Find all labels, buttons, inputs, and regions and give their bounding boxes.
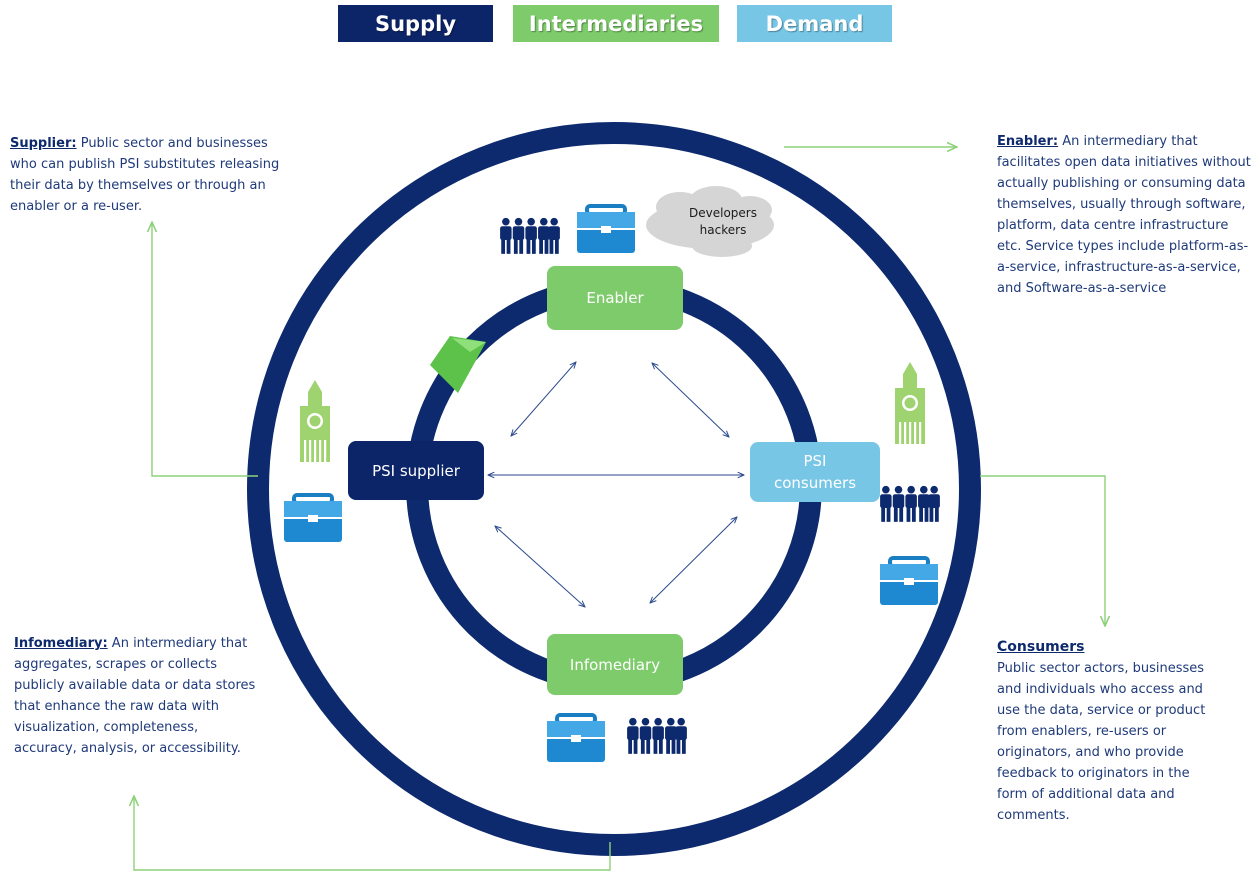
supplier-description: Supplier: Public sector and businesses w… [10, 133, 290, 217]
clock-tower-icon [300, 380, 330, 462]
briefcase-icon [575, 204, 637, 255]
legend-intermediaries: Intermediaries [513, 5, 719, 42]
node-enabler: Enabler [547, 266, 683, 330]
node-infomediary: Infomediary [547, 634, 683, 695]
consumers-heading: Consumers [997, 639, 1085, 655]
briefcase-icon [545, 713, 607, 764]
connector-supplier [152, 222, 258, 477]
people-icon [880, 485, 940, 522]
flow-arrow [650, 517, 737, 603]
supplier-heading: Supplier: [10, 136, 77, 151]
clock-tower-icon [895, 362, 925, 444]
briefcase-icon [878, 556, 940, 607]
infomediary-text: An intermediary that aggregates, scrapes… [14, 636, 256, 756]
people-icon [627, 717, 687, 754]
flow-arrow [652, 363, 729, 437]
legend-demand: Demand [737, 5, 892, 42]
outer-ring [247, 122, 981, 856]
cloud-icon [646, 186, 774, 257]
consumers-text: Public sector actors, businesses and ind… [997, 661, 1206, 823]
flow-arrow [495, 526, 585, 607]
enabler-description: Enabler: An intermediary that facilitate… [997, 131, 1255, 299]
enabler-heading: Enabler: [997, 134, 1059, 149]
legend-supply: Supply [338, 5, 493, 42]
flow-arrow [511, 362, 576, 436]
connector-infomediary [134, 796, 611, 871]
enabler-text: An intermediary that facilitates open da… [997, 134, 1251, 296]
node-psi-supplier: PSI supplier [348, 441, 484, 500]
connector-consumers [980, 475, 1105, 626]
infomediary-description: Infomediary: An intermediary that aggreg… [14, 633, 264, 759]
cloud-label: Developers hackers [689, 206, 757, 237]
consumers-description: Consumers Public sector actors, business… [997, 637, 1219, 826]
briefcase-icon [282, 493, 344, 544]
node-psi-consumers: PSI consumers [750, 442, 880, 502]
people-icon [500, 217, 560, 254]
supplier-text: Public sector and businesses who can pub… [10, 136, 280, 214]
infomediary-heading: Infomediary: [14, 636, 108, 651]
